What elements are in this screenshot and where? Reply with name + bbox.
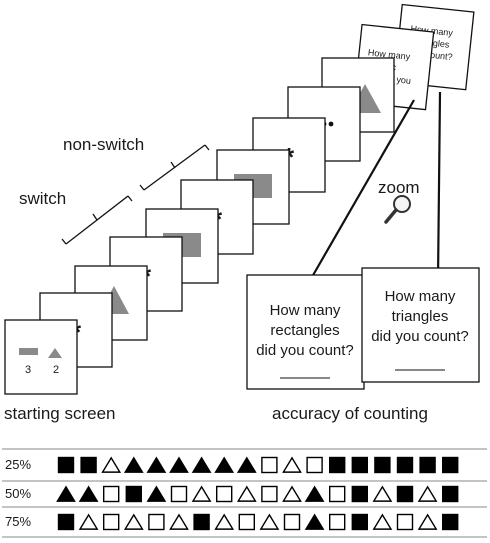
outline-square-icon <box>102 513 120 531</box>
filled-square-icon <box>80 456 97 474</box>
row-label-25: 25% <box>5 457 31 472</box>
outline-square-icon <box>238 513 256 531</box>
non-switch-label: non-switch <box>63 135 144 154</box>
start-tri-count: 2 <box>53 364 59 376</box>
outline-triangle-icon <box>372 485 393 502</box>
outline-triangle-icon <box>259 513 280 530</box>
sequence-shapes <box>56 456 459 531</box>
filled-triangle-icon <box>304 485 325 502</box>
filled-square-icon <box>193 513 210 531</box>
ellipsis-dot-icon <box>328 121 334 127</box>
filled-triangle-icon <box>191 456 212 473</box>
filled-triangle-icon <box>123 456 144 473</box>
outline-triangle-icon <box>78 513 99 530</box>
outline-square-icon <box>215 485 233 503</box>
filled-square-icon <box>374 456 391 474</box>
outline-triangle-icon <box>101 456 122 473</box>
question-line: How many <box>270 302 341 319</box>
outline-square-icon <box>261 485 278 503</box>
filled-square-icon <box>351 456 368 474</box>
outline-square-icon <box>102 485 120 503</box>
outline-triangle-icon <box>191 485 212 502</box>
starting-screen: 3 2 <box>4 319 78 395</box>
question-line: did you count? <box>256 342 354 359</box>
filled-square-icon <box>442 513 459 531</box>
outline-square-icon <box>329 485 346 503</box>
question-line: How many <box>385 288 456 305</box>
filled-square-icon <box>351 485 368 503</box>
row-label-50: 50% <box>5 486 31 501</box>
outline-triangle-icon <box>372 513 393 530</box>
outline-square-icon <box>329 513 346 531</box>
filled-square-icon <box>442 485 459 503</box>
filled-square-icon <box>419 456 436 474</box>
filled-triangle-icon <box>169 456 189 473</box>
outline-triangle-icon <box>417 485 438 502</box>
outline-square-icon <box>261 456 278 474</box>
outline-triangle-icon <box>123 513 144 530</box>
outline-triangle-icon <box>214 513 235 530</box>
row-label-75: 75% <box>5 514 31 529</box>
filled-triangle-icon <box>304 513 325 530</box>
zoom-label: zoom <box>378 178 420 197</box>
outline-square-icon <box>148 513 165 531</box>
filled-square-icon <box>396 456 414 474</box>
accuracy-label: accuracy of counting <box>272 404 428 423</box>
outline-triangle-icon <box>282 485 302 502</box>
outline-triangle-icon <box>169 513 189 530</box>
outline-triangle-icon <box>236 485 257 502</box>
filled-triangle-icon <box>78 485 99 502</box>
starting-screen-label: starting screen <box>4 404 116 423</box>
outline-triangle-icon <box>417 513 438 530</box>
filled-triangle-icon <box>56 485 76 502</box>
filled-square-icon <box>329 456 346 474</box>
outline-square-icon <box>170 485 188 503</box>
question-line: triangles <box>392 308 449 325</box>
filled-square-icon <box>57 456 75 474</box>
outline-square-icon <box>396 513 414 531</box>
filled-triangle-icon <box>236 456 257 473</box>
question-card-triangles: How many triangles did you count? <box>361 267 480 383</box>
filled-square-icon <box>396 485 414 503</box>
filled-square-icon <box>57 513 75 531</box>
zoom-line-right <box>436 91 442 281</box>
outline-square-icon <box>306 456 323 474</box>
zoom-line-left <box>311 99 415 278</box>
switch-label: switch <box>19 189 66 208</box>
switch-brace <box>61 195 133 245</box>
magnifier-icon <box>384 195 411 224</box>
start-rectangle-icon <box>19 348 38 355</box>
filled-square-icon <box>442 456 459 474</box>
sequence-table: 25% 50% 75% <box>2 448 487 538</box>
start-rect-count: 3 <box>25 364 31 376</box>
question-line: rectangles <box>270 322 339 339</box>
filled-square-icon <box>125 485 143 503</box>
non-switch-brace <box>139 144 210 191</box>
filled-square-icon <box>351 513 368 531</box>
outline-triangle-icon <box>282 456 302 473</box>
filled-triangle-icon <box>214 456 235 473</box>
filled-triangle-icon <box>146 456 167 473</box>
outline-square-icon <box>283 513 301 531</box>
question-line: did you count? <box>371 328 469 345</box>
filled-triangle-icon <box>146 485 167 502</box>
start-triangle-icon <box>48 348 62 358</box>
question-card-rectangles: How many rectangles did you count? <box>246 274 365 390</box>
